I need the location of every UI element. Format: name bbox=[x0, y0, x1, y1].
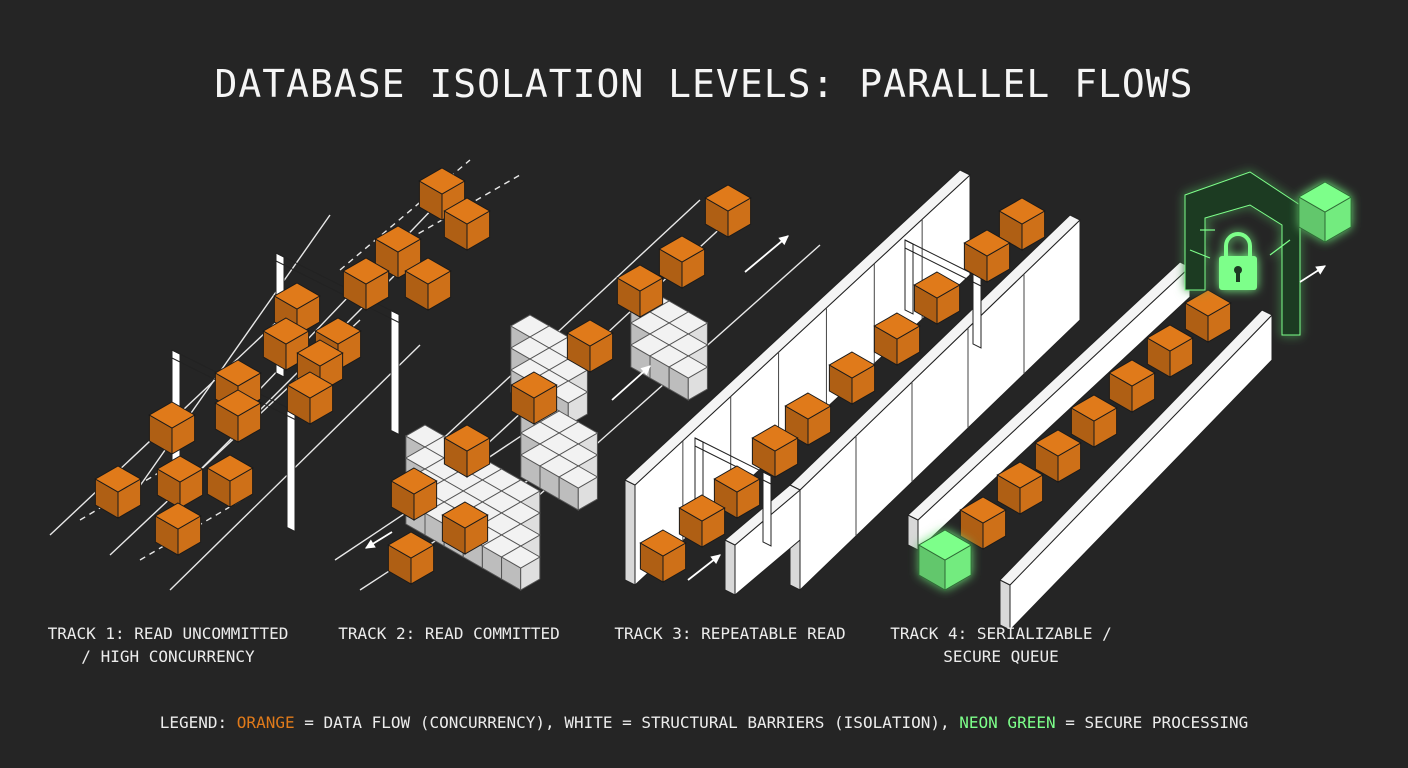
white-block-grid bbox=[404, 424, 541, 591]
data-cube bbox=[678, 494, 726, 548]
data-cube bbox=[1146, 324, 1194, 378]
white-block bbox=[500, 545, 541, 591]
secure-gateway bbox=[1184, 171, 1301, 336]
track-4-label-line2: SECURE QUEUE bbox=[943, 647, 1059, 666]
data-cube bbox=[873, 312, 921, 366]
track-1-label-line1: TRACK 1: READ UNCOMMITTED bbox=[47, 624, 289, 643]
gate-bar bbox=[904, 247, 982, 287]
data-cube bbox=[443, 197, 491, 251]
padlock-keyhole-slot bbox=[1236, 272, 1240, 282]
data-cube bbox=[566, 319, 614, 373]
legend-green-desc: = SECURE PROCESSING bbox=[1055, 713, 1249, 732]
wall-slab bbox=[999, 309, 1273, 632]
flow-line bbox=[129, 214, 331, 501]
data-cube bbox=[443, 424, 491, 478]
legend-prefix: LEGEND: bbox=[159, 713, 237, 732]
data-cube bbox=[262, 317, 310, 371]
page-title: DATABASE ISOLATION LEVELS: PARALLEL FLOW… bbox=[214, 62, 1194, 106]
arrow-icon bbox=[365, 531, 393, 549]
data-cube bbox=[390, 467, 438, 521]
data-cube bbox=[441, 501, 489, 555]
data-cube bbox=[959, 496, 1007, 550]
track-2-graphic bbox=[334, 184, 821, 591]
white-block bbox=[668, 355, 709, 401]
data-cube bbox=[154, 502, 202, 556]
track-4-graphic bbox=[907, 171, 1353, 632]
gateway-frame bbox=[1184, 171, 1301, 336]
padlock-icon bbox=[1219, 232, 1257, 290]
track-3-label-line1: TRACK 3: REPEATABLE READ bbox=[614, 624, 846, 643]
data-cube bbox=[658, 235, 706, 289]
legend-white-desc: = STRUCTURAL BARRIERS (ISOLATION), bbox=[612, 713, 960, 732]
data-cube bbox=[751, 424, 799, 478]
arrow-icon bbox=[1299, 265, 1326, 283]
arrow-head bbox=[710, 554, 721, 565]
circuit-trace bbox=[1189, 249, 1211, 259]
data-cube bbox=[342, 257, 390, 311]
data-cube bbox=[1184, 289, 1232, 343]
data-cube bbox=[1108, 359, 1156, 413]
circuit-trace bbox=[1269, 239, 1291, 256]
arrow-shaft bbox=[744, 235, 789, 273]
secure-input bbox=[917, 529, 973, 591]
legend-green-word: NEON GREEN bbox=[959, 713, 1056, 732]
data-cube bbox=[404, 257, 452, 311]
track-2-label: TRACK 2: READ COMMITTED bbox=[320, 622, 578, 645]
data-cube bbox=[156, 455, 204, 509]
data-cube bbox=[616, 264, 664, 318]
data-cube bbox=[510, 371, 558, 425]
secure-output bbox=[1297, 181, 1353, 243]
data-cube bbox=[1070, 394, 1118, 448]
arrow-icon bbox=[744, 235, 789, 273]
data-cube bbox=[913, 271, 961, 325]
track-4-label: TRACK 4: SERIALIZABLE / SECURE QUEUE bbox=[872, 622, 1130, 668]
track-1-label: TRACK 1: READ UNCOMMITTED / HIGH CONCURR… bbox=[30, 622, 306, 668]
arrow-head bbox=[365, 539, 376, 549]
flow-line bbox=[419, 199, 701, 461]
arrow-icon bbox=[687, 554, 721, 581]
barrier-wall-right bbox=[999, 309, 1273, 632]
data-cube bbox=[206, 454, 254, 508]
arrow-icon bbox=[611, 365, 651, 401]
white-block bbox=[558, 465, 599, 511]
track-3-label: TRACK 3: REPEATABLE READ bbox=[596, 622, 864, 645]
data-cube bbox=[784, 392, 832, 446]
track-1-graphic bbox=[49, 159, 521, 591]
data-cube bbox=[996, 461, 1044, 515]
legend-white-word: WHITE bbox=[564, 713, 613, 732]
gate-bar bbox=[694, 437, 772, 477]
legend-orange-word: ORANGE bbox=[236, 713, 295, 732]
data-cube bbox=[214, 389, 262, 443]
data-cube bbox=[1034, 429, 1082, 483]
data-cube bbox=[704, 184, 752, 238]
track-3-graphic bbox=[624, 169, 1081, 597]
green-cube bbox=[1297, 181, 1353, 243]
legend: LEGEND: ORANGE = DATA FLOW (CONCURRENCY)… bbox=[0, 713, 1408, 732]
arrow-head bbox=[778, 235, 789, 246]
data-cube bbox=[828, 351, 876, 405]
data-cube bbox=[286, 371, 334, 425]
track-1-label-line2: / HIGH CONCURRENCY bbox=[81, 647, 255, 666]
gate-bar bbox=[286, 406, 296, 533]
data-cube bbox=[963, 229, 1011, 283]
data-cube bbox=[387, 531, 435, 585]
data-cube bbox=[94, 465, 142, 519]
arrow-head bbox=[1315, 265, 1326, 275]
data-cube bbox=[639, 529, 687, 583]
data-cube bbox=[148, 401, 196, 455]
arrow-head bbox=[640, 365, 651, 376]
isolation-gate bbox=[904, 239, 982, 349]
track-2-label-line1: TRACK 2: READ COMMITTED bbox=[338, 624, 560, 643]
gate-bar bbox=[390, 309, 400, 436]
track-4-label-line1: TRACK 4: SERIALIZABLE / bbox=[890, 624, 1112, 643]
padlock-shackle bbox=[1224, 232, 1252, 258]
green-cube bbox=[917, 529, 973, 591]
legend-orange-desc: = DATA FLOW (CONCURRENCY), bbox=[294, 713, 565, 732]
white-block-grid bbox=[629, 289, 709, 401]
